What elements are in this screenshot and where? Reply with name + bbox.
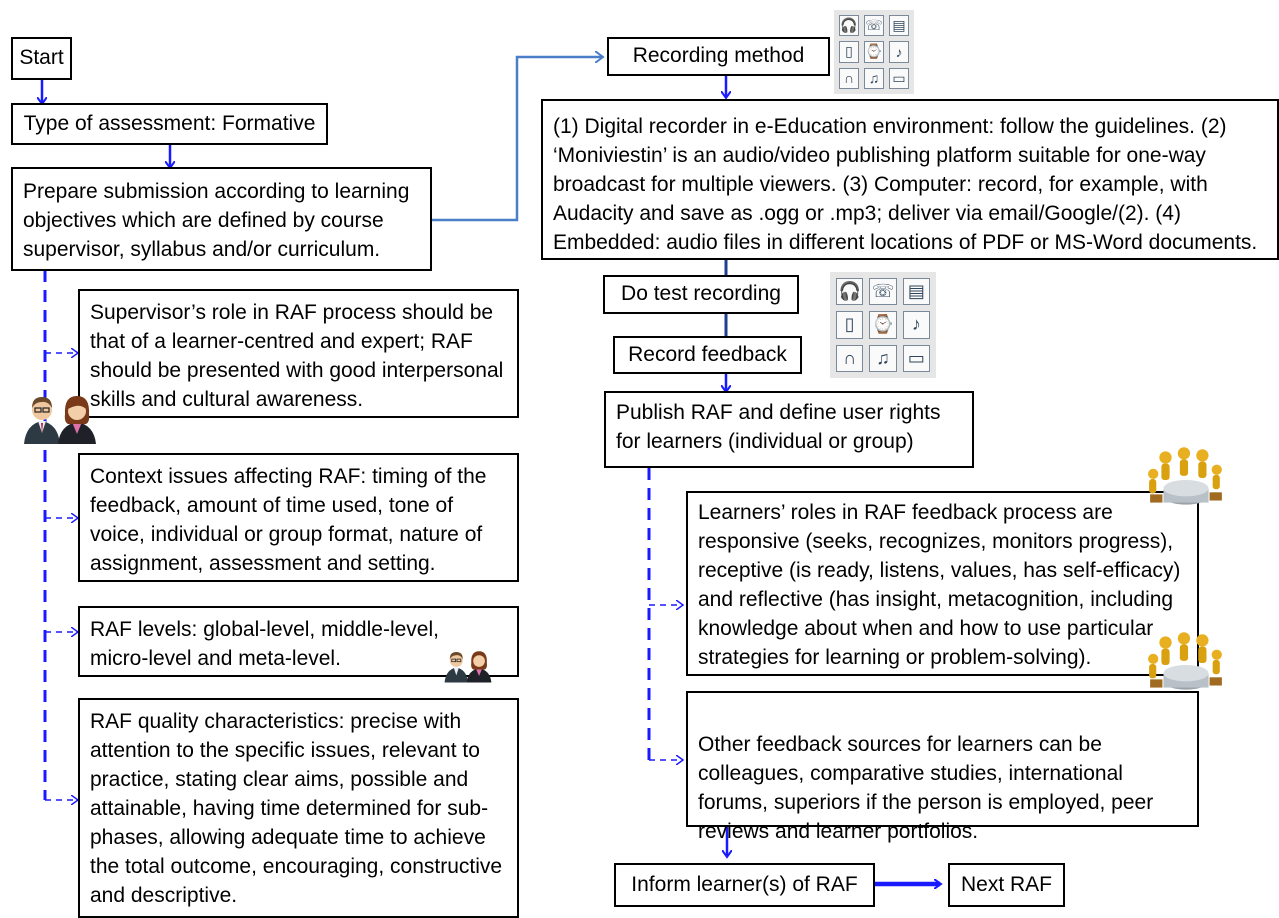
- supervisor-role-text: Supervisor’s role in RAF process should …: [90, 301, 504, 411]
- other-sources-text: Other feedback sources for learners can …: [698, 733, 1154, 843]
- team-meeting-icon: [1148, 447, 1222, 505]
- voice-recorder-icon: ▤: [902, 278, 930, 306]
- assessment-type-box: Type of assessment: Formative: [11, 103, 328, 145]
- earphones-icon: ♪: [889, 41, 909, 63]
- recording-method-label: Recording method: [632, 44, 805, 68]
- media-player-icon: ♫: [864, 67, 884, 89]
- inform-learner-box: Inform learner(s) of RAF: [614, 863, 875, 907]
- headset-mic-icon: ∩: [836, 344, 864, 372]
- media-player-icon: ♫: [869, 344, 897, 372]
- test-recording-label: Do test recording: [621, 282, 781, 306]
- headphones-icon: 🎧: [836, 278, 864, 306]
- device-icons-grid-top: 🎧 ☏ ▤ ▯ ⌚ ♪ ∩ ♫ ▭: [834, 10, 914, 94]
- start-label: Start: [19, 46, 64, 70]
- record-feedback-box: Record feedback: [613, 336, 802, 374]
- supervisors-icon: [24, 396, 96, 444]
- connector-prepare-to-recording: [432, 57, 602, 222]
- supervisor-role-box: Supervisor’s role in RAF process should …: [78, 289, 519, 418]
- phone-icon: ▯: [836, 311, 864, 339]
- tablet-icon: ▭: [889, 67, 909, 89]
- raf-levels-text: RAF levels: global-level, middle-level, …: [90, 618, 439, 670]
- headset-icon: ☏: [864, 15, 884, 37]
- next-raf-label: Next RAF: [960, 872, 1052, 896]
- device-icons-grid-bottom: 🎧 ☏ ▤ ▯ ⌚ ♪ ∩ ♫ ▭: [830, 272, 936, 378]
- publish-raf-text: Publish RAF and define user rights for l…: [616, 401, 941, 453]
- tablet-icon: ▭: [902, 344, 930, 372]
- learner-roles-text: Learners’ roles in RAF feedback process …: [698, 501, 1181, 669]
- publish-raf-box: Publish RAF and define user rights for l…: [604, 391, 974, 468]
- raf-quality-box: RAF quality characteristics: precise wit…: [78, 698, 519, 918]
- raf-levels-box: RAF levels: global-level, middle-level, …: [78, 606, 519, 677]
- headset-icon: ☏: [869, 278, 897, 306]
- start-box: Start: [11, 37, 72, 80]
- voice-recorder-icon: ▤: [889, 15, 909, 37]
- inform-learner-label: Inform learner(s) of RAF: [631, 872, 858, 896]
- watch-recorder-icon: ⌚: [864, 41, 884, 63]
- recording-method-box: Recording method: [607, 37, 830, 76]
- headset-mic-icon: ∩: [839, 67, 859, 89]
- learner-roles-box: Learners’ roles in RAF feedback process …: [686, 491, 1199, 676]
- context-issues-box: Context issues affecting RAF: timing of …: [78, 453, 519, 582]
- prepare-submission-text: Prepare submission according to learning…: [23, 180, 410, 261]
- next-raf-box: Next RAF: [948, 863, 1065, 907]
- test-recording-box: Do test recording: [603, 275, 799, 314]
- supervisors-icon-small: [444, 651, 492, 683]
- team-meeting-icon-2: [1148, 632, 1222, 690]
- earphones-icon: ♪: [902, 311, 930, 339]
- other-sources-box: Other feedback sources for learners can …: [686, 691, 1199, 843]
- watch-recorder-icon: ⌚: [869, 311, 897, 339]
- recording-details-text: (1) Digital recorder in e-Education envi…: [553, 115, 1258, 254]
- assessment-type-label: Type of assessment: Formative: [23, 111, 316, 135]
- prepare-submission-box: Prepare submission according to learning…: [11, 167, 432, 271]
- headphones-icon: 🎧: [839, 15, 859, 37]
- context-issues-text: Context issues affecting RAF: timing of …: [90, 465, 487, 575]
- raf-quality-text: RAF quality characteristics: precise wit…: [90, 710, 503, 907]
- recording-details-box: (1) Digital recorder in e-Education envi…: [541, 99, 1279, 260]
- record-feedback-label: Record feedback: [628, 342, 787, 366]
- phone-icon: ▯: [839, 41, 859, 63]
